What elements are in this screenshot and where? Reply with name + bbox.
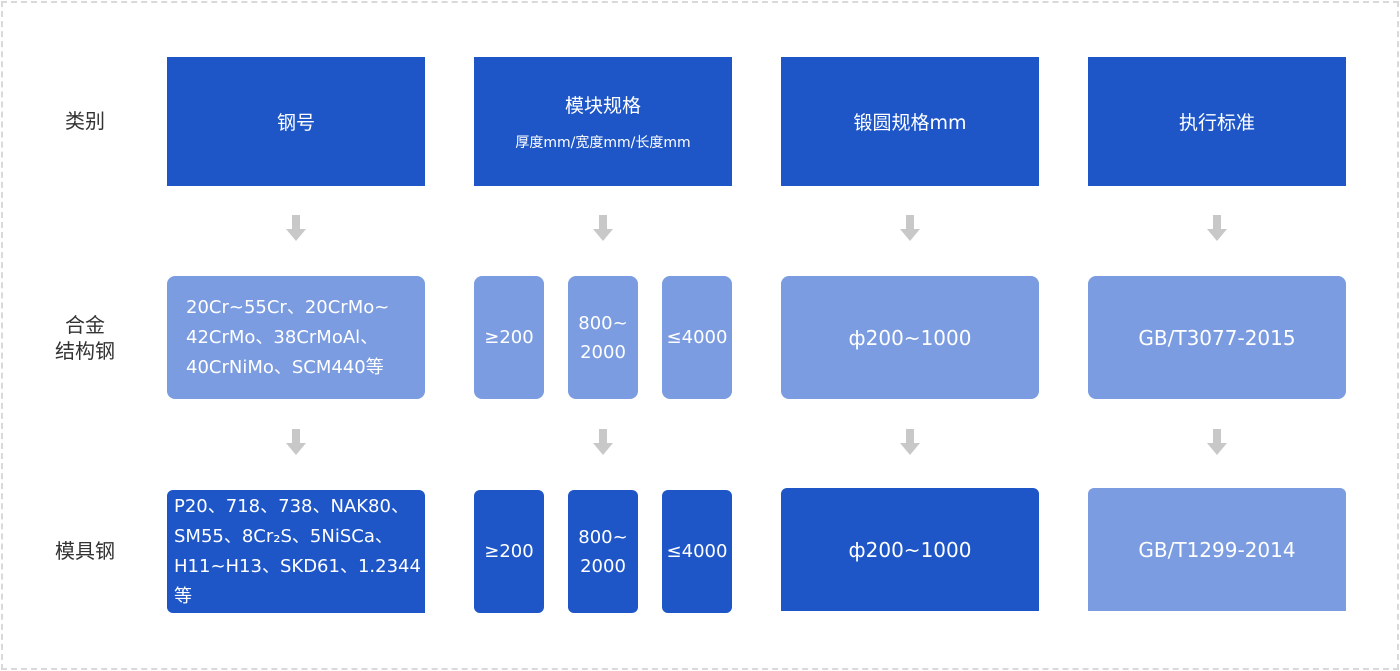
mold-width: 800~ 2000 xyxy=(568,490,638,613)
header-module-spec: 模块规格 厚度mm/宽度mm/长度mm xyxy=(474,57,732,186)
arrow-down-icon xyxy=(1207,429,1227,455)
alloy-width: 800~ 2000 xyxy=(568,276,638,399)
arrow-down-icon xyxy=(593,215,613,241)
alloy-thickness: ≥200 xyxy=(474,276,544,399)
alloy-standard: GB/T3077-2015 xyxy=(1088,276,1346,399)
arrow-down-icon xyxy=(1207,215,1227,241)
arrow-down-icon xyxy=(286,429,306,455)
mold-forged-round: ф200~1000 xyxy=(781,488,1039,611)
arrow-down-icon xyxy=(286,215,306,241)
header-steel-grade: 钢号 xyxy=(167,57,425,186)
alloy-length: ≤4000 xyxy=(662,276,732,399)
header-forged-round-spec: 锻圆规格mm xyxy=(781,57,1039,186)
row-label-category: 类别 xyxy=(65,109,105,133)
mold-length: ≤4000 xyxy=(662,490,732,613)
header-standard: 执行标准 xyxy=(1088,57,1346,186)
mold-thickness: ≥200 xyxy=(474,490,544,613)
alloy-steel-grades: 20Cr~55Cr、20CrMo~ 42CrMo、38CrMoAl、 40CrN… xyxy=(167,276,425,399)
arrow-down-icon xyxy=(900,429,920,455)
arrow-down-icon xyxy=(593,429,613,455)
mold-standard: GB/T1299-2014 xyxy=(1088,488,1346,611)
mold-steel-grades: P20、718、738、NAK80、 SM55、8Cr₂S、5NiSCa、 H1… xyxy=(167,490,425,613)
row-label-mold-steel: 模具钢 xyxy=(55,539,115,563)
alloy-forged-round: ф200~1000 xyxy=(781,276,1039,399)
header-module-spec-subtitle: 厚度mm/宽度mm/长度mm xyxy=(515,135,691,151)
arrow-down-icon xyxy=(900,215,920,241)
row-label-alloy-structural-steel: 合金 结构钢 xyxy=(55,313,115,363)
